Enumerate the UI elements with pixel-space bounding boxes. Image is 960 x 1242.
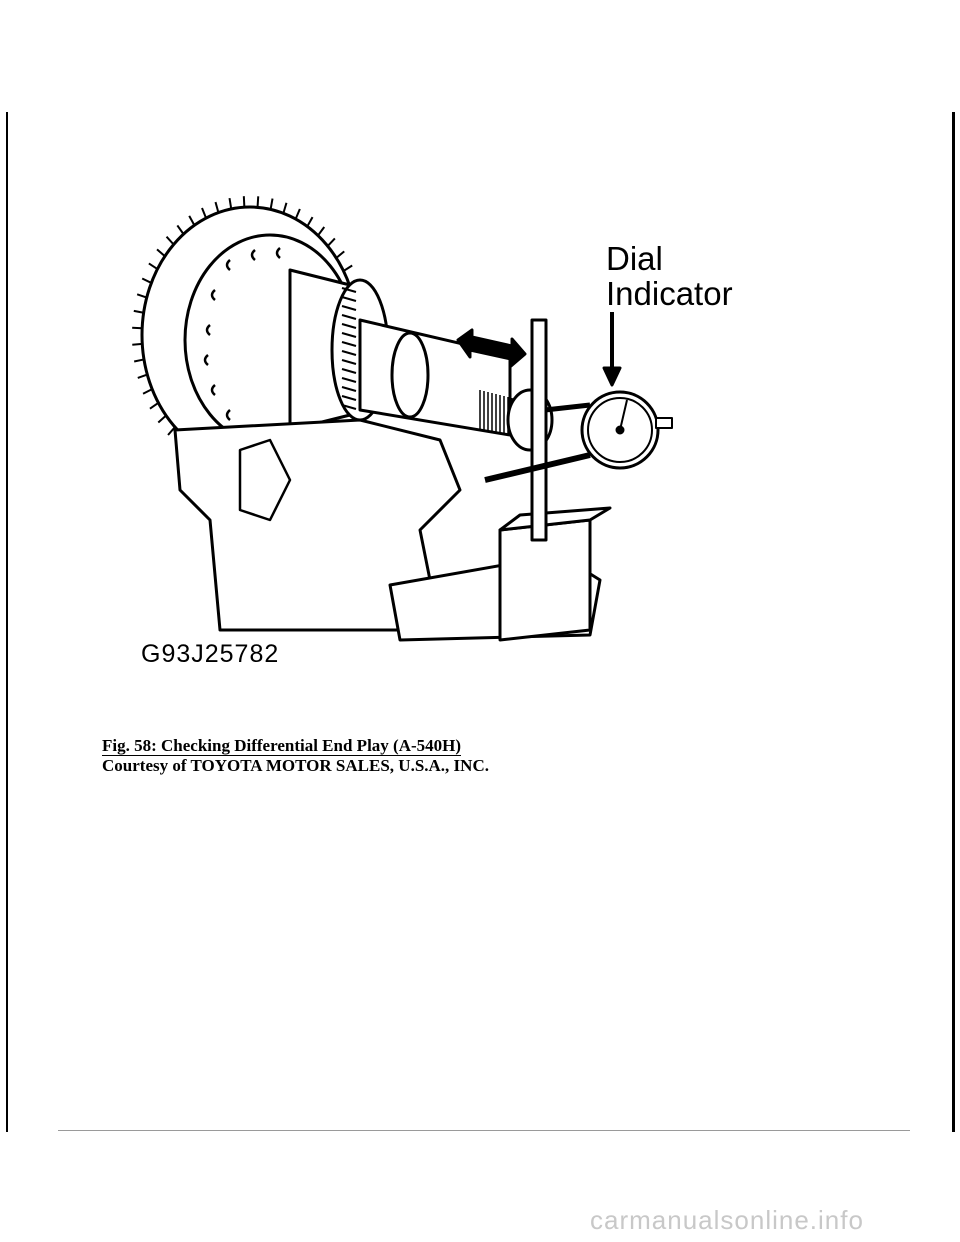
dial-pivot xyxy=(615,425,625,435)
figure-code: G93J25782 xyxy=(141,640,280,668)
callout-arrowhead xyxy=(602,366,622,387)
page-border-right xyxy=(952,112,955,1132)
shaft-spline-collar xyxy=(390,331,430,419)
dial-indicator-label: Dial Indicator xyxy=(606,241,733,311)
footer-rule xyxy=(58,1130,910,1131)
magnetic-base-top xyxy=(498,506,612,532)
dial-label-line-1: Dial xyxy=(606,240,663,277)
figure-caption: Fig. 58: Checking Differential End Play … xyxy=(102,736,489,776)
dial-label-line-2: Indicator xyxy=(606,275,733,312)
clamp-arm xyxy=(484,452,591,483)
differential-end-play-illustration xyxy=(120,190,720,670)
bearing-rollers xyxy=(341,287,357,410)
caption-credit: Courtesy of TOYOTA MOTOR SALES, U.S.A., … xyxy=(102,756,489,775)
dial-needle xyxy=(619,399,628,431)
case-boss xyxy=(238,438,292,522)
dial-face xyxy=(587,397,653,463)
dial-knob xyxy=(655,417,673,429)
caption-title: Fig. 58: Checking Differential End Play … xyxy=(102,736,462,756)
page-border-left xyxy=(6,112,8,1132)
watermark: carmanualsonline.info xyxy=(590,1205,864,1235)
indicator-stem xyxy=(544,402,591,413)
stand-rod xyxy=(530,318,548,542)
movement-arrow xyxy=(456,328,527,368)
case-bolt-holes xyxy=(203,247,281,421)
